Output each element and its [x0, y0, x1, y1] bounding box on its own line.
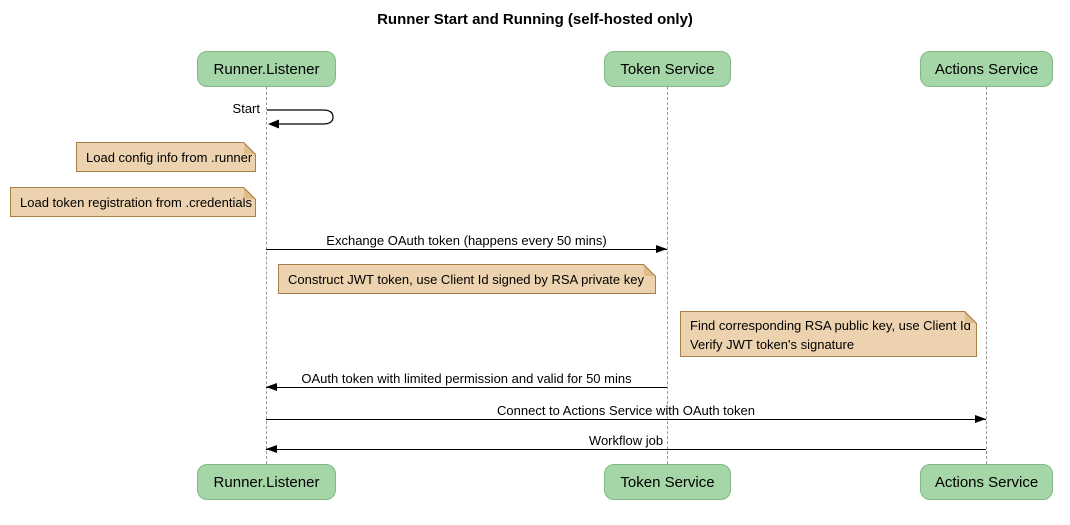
arrowhead-right-icon [656, 245, 667, 253]
message-exchange-oauth-token: Exchange OAuth token (happens every 50 m… [266, 233, 667, 253]
participant-runner-listener-bottom: Runner.Listener [197, 464, 336, 500]
message-connect-actions-service: Connect to Actions Service with OAuth to… [266, 403, 986, 423]
arrowhead-left-icon [266, 445, 277, 453]
note-text: Load token registration from .credential… [20, 194, 252, 210]
note-verify-jwt-signature: Find corresponding RSA public key, use C… [680, 311, 978, 357]
message-label: Exchange OAuth token (happens every 50 m… [326, 233, 607, 248]
participant-label: Token Service [620, 473, 715, 491]
note-text: Construct JWT token, use Client Id signe… [288, 271, 644, 287]
note-load-token-registration: Load token registration from .credential… [10, 187, 257, 217]
message-workflow-job: Workflow job [266, 433, 986, 453]
message-label: OAuth token with limited permission and … [301, 371, 632, 386]
note-construct-jwt-token: Construct JWT token, use Client Id signe… [278, 264, 657, 294]
participant-label: Runner.Listener [213, 60, 320, 78]
arrowhead-left-icon [266, 383, 277, 391]
participant-runner-listener-top: Runner.Listener [197, 51, 336, 87]
message-label: Workflow job [588, 433, 664, 448]
message-line [266, 383, 667, 391]
message-label: Connect to Actions Service with OAuth to… [497, 403, 755, 418]
note-text-line1: Find corresponding RSA public key, use C… [690, 318, 971, 333]
self-message-loop-icon [267, 109, 334, 129]
note-text-line2: Verify JWT token's signature [690, 337, 855, 352]
diagram-title: Runner Start and Running (self-hosted on… [377, 11, 693, 28]
participant-label: Actions Service [934, 60, 1039, 78]
message-oauth-token-returned: OAuth token with limited permission and … [266, 371, 667, 391]
message-line [266, 415, 986, 423]
participant-label: Actions Service [934, 473, 1039, 491]
participant-actions-service-bottom: Actions Service [920, 464, 1053, 500]
participant-token-service-top: Token Service [604, 51, 731, 87]
message-line [266, 445, 986, 453]
note-load-config-info: Load config info from .runner [76, 142, 257, 172]
arrowhead-right-icon [975, 415, 986, 423]
participant-label: Runner.Listener [213, 473, 320, 491]
participant-label: Token Service [620, 60, 715, 78]
lifeline-actions-service [986, 87, 987, 464]
self-message-start-label: Start [232, 101, 260, 116]
lifeline-token-service [667, 87, 668, 464]
participant-actions-service-top: Actions Service [920, 51, 1053, 87]
message-line [266, 245, 667, 253]
note-text: Load config info from .runner [86, 149, 253, 165]
participant-token-service-bottom: Token Service [604, 464, 731, 500]
lifeline-runner-listener [266, 87, 267, 464]
